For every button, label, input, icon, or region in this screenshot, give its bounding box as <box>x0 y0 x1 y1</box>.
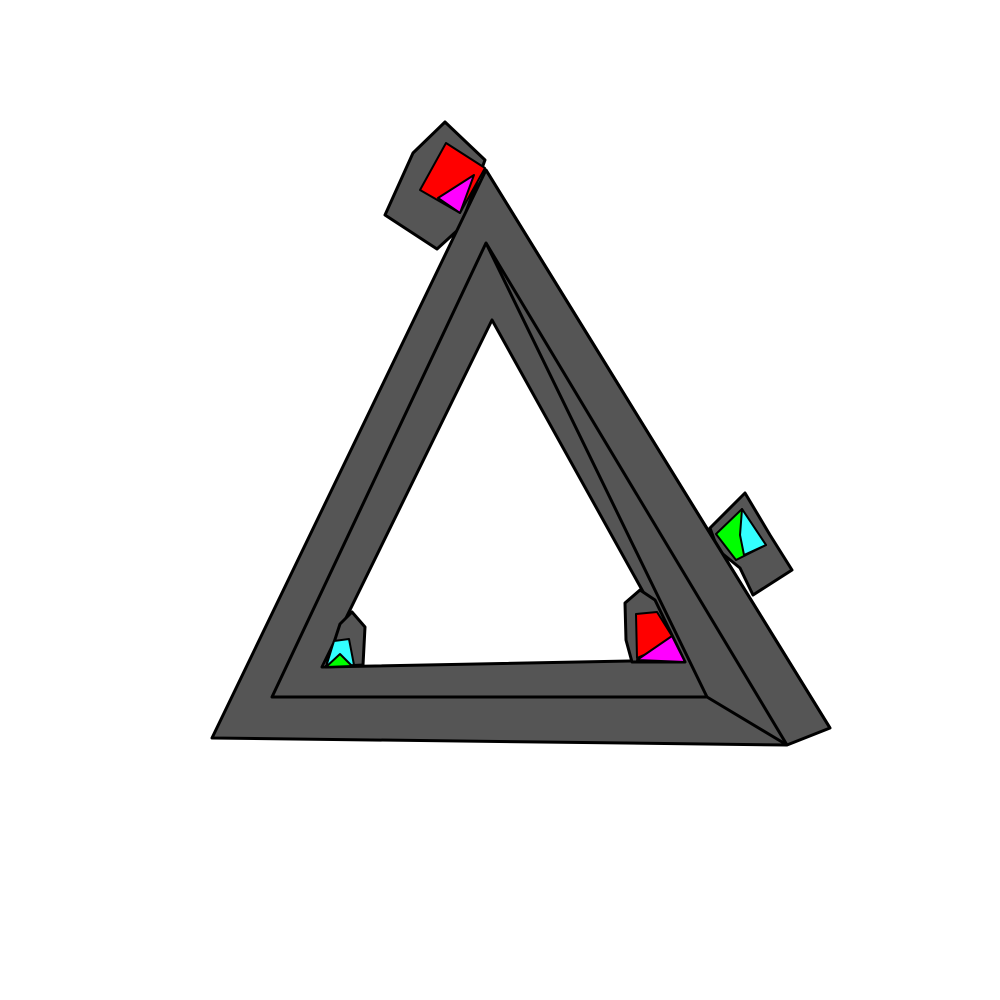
marker-bl-green <box>325 653 353 668</box>
corner-marker-bottom-right <box>623 588 687 664</box>
corner-marker-top <box>383 120 487 251</box>
corner-marker-bottom-left <box>324 610 367 669</box>
frame-right-edge <box>484 169 832 729</box>
marker-top-magenta <box>437 174 475 214</box>
frame-depth-edge <box>484 242 789 746</box>
marker-right-cyan <box>739 508 767 556</box>
marker-br-magenta <box>636 635 686 663</box>
triangle-opening <box>320 318 683 669</box>
frame-bottom-edge <box>272 695 788 747</box>
